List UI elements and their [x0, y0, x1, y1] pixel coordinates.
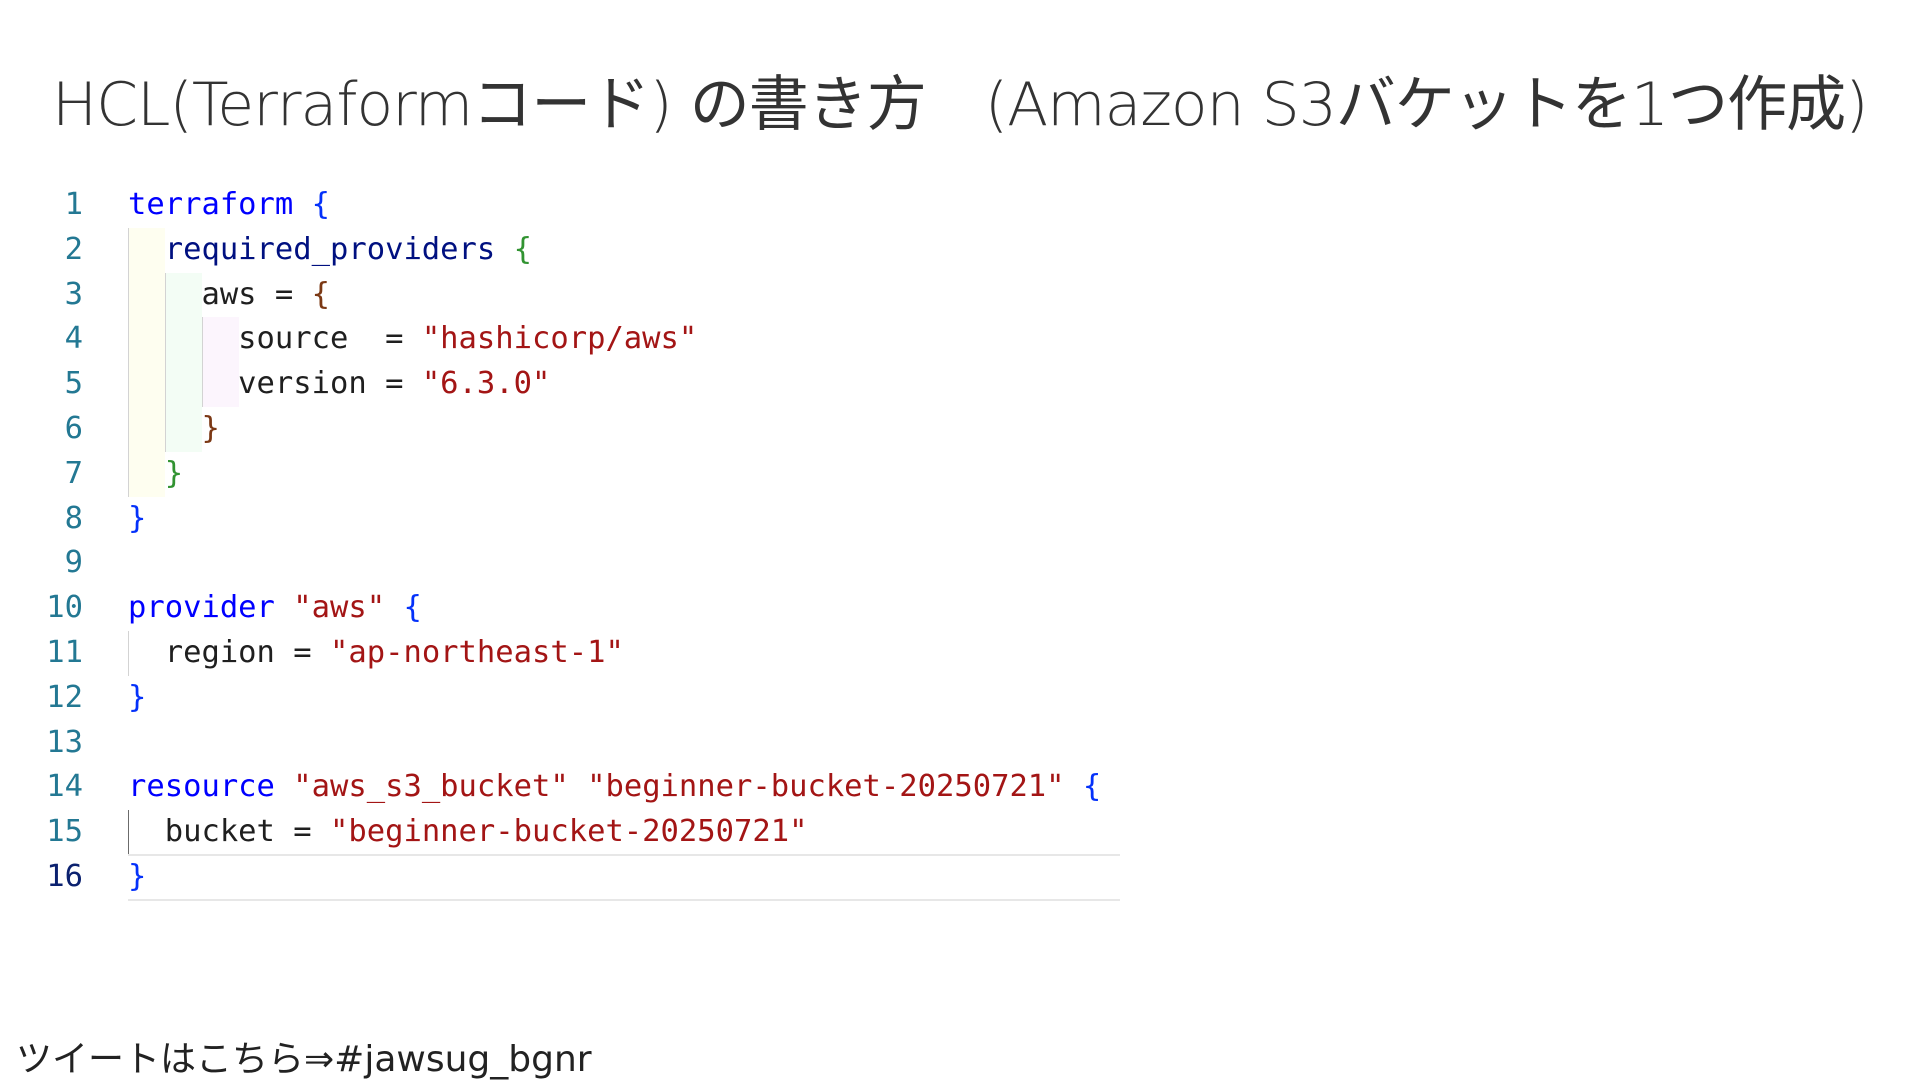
code-token: "beginner-bucket-20250721" — [330, 814, 808, 850]
code-line[interactable]: 7 } — [40, 451, 1120, 497]
code-line[interactable]: 3 aws = { — [40, 272, 1120, 318]
code-line[interactable]: 6 } — [40, 406, 1120, 452]
code-text: } — [128, 676, 146, 721]
indent-guide — [128, 362, 165, 407]
code-text: source = "hashicorp/aws" — [128, 317, 697, 362]
indent-guide — [128, 317, 165, 363]
line-number: 13 — [46, 724, 83, 760]
code-line[interactable]: 4 source = "hashicorp/aws" — [40, 317, 1120, 363]
code-token: } — [128, 679, 147, 715]
code-text: } — [128, 407, 220, 452]
line-number: 3 — [64, 276, 83, 312]
indent-guide — [165, 406, 202, 452]
line-number: 5 — [64, 366, 83, 402]
indent-guide — [128, 630, 129, 676]
code-token: version = — [128, 366, 422, 402]
line-number: 2 — [64, 231, 83, 267]
indent-guide — [165, 272, 202, 318]
code-line[interactable]: 13 — [40, 721, 1120, 766]
code-text: region = "ap-northeast-1" — [128, 631, 624, 676]
code-text: version = "6.3.0" — [128, 362, 550, 407]
code-token — [495, 232, 513, 267]
code-text: terraform { — [128, 183, 330, 228]
indent-guide — [128, 272, 165, 318]
code-line[interactable]: 2 required_providers { — [40, 227, 1120, 273]
code-line[interactable]: 11 region = "ap-northeast-1" — [40, 630, 1120, 676]
code-token: { — [311, 187, 331, 222]
code-token: "6.3.0" — [421, 366, 551, 402]
line-number: 8 — [64, 500, 83, 536]
code-line[interactable]: 12} — [40, 676, 1120, 721]
code-token: terraform — [128, 187, 294, 222]
code-line[interactable]: 9 — [40, 541, 1120, 586]
line-number: 15 — [46, 814, 83, 850]
code-text: provider "aws" { — [128, 586, 422, 631]
code-token: } — [201, 410, 220, 446]
slide-title: HCL(Terraformコード) の書き方 (Amazon S3バケットを1つ… — [52, 70, 1869, 140]
code-text: aws = { — [128, 273, 330, 318]
line-number: 6 — [64, 410, 83, 446]
code-token: "aws" — [293, 590, 386, 626]
code-line[interactable]: 8} — [40, 497, 1120, 542]
code-line[interactable]: 14 resource "aws_s3_bucket" "beginner-buc… — [40, 765, 1120, 810]
code-token — [1065, 769, 1083, 804]
line-number: 12 — [46, 679, 83, 715]
indent-guide — [128, 227, 165, 273]
code-token: aws = — [128, 276, 312, 312]
line-number: 16 — [46, 858, 83, 894]
line-number: 4 — [64, 321, 83, 357]
code-token: } — [128, 500, 147, 536]
code-text: resource "aws_s3_bucket" "beginner-bucke… — [128, 765, 1101, 810]
code-token: } — [164, 455, 184, 491]
code-token: bucket = — [128, 814, 330, 850]
code-token: "hashicorp/aws" — [421, 321, 698, 357]
code-token: "beginner-bucket-20250721" — [587, 769, 1065, 805]
code-token — [385, 590, 403, 625]
code-token: region = — [128, 634, 330, 670]
code-text: required_providers { — [128, 228, 532, 273]
code-token: { — [513, 231, 533, 267]
code-token: resource — [128, 769, 275, 805]
code-token — [293, 187, 311, 222]
code-token: { — [311, 276, 331, 312]
code-token: { — [403, 590, 422, 626]
indent-guide — [128, 810, 129, 855]
code-token: source = — [128, 321, 422, 357]
code-token — [275, 590, 293, 625]
line-number: 14 — [46, 769, 83, 805]
code-token: "aws_s3_bucket" — [293, 769, 569, 805]
code-token: "ap-northeast-1" — [330, 634, 624, 670]
code-token — [128, 411, 201, 446]
code-token: { — [1082, 769, 1102, 805]
line-number: 10 — [46, 590, 83, 626]
indent-guide — [165, 317, 202, 363]
code-line[interactable]: 1 terraform { — [40, 183, 1120, 228]
code-text: } — [128, 855, 146, 900]
code-token: } — [128, 858, 147, 894]
code-line[interactable]: 15 bucket = "beginner-bucket-20250721" — [40, 810, 1120, 855]
code-token: provider — [128, 590, 275, 626]
tweet-hashtag-note: ツイートはこちら⇒#jawsug_bgnr — [16, 1039, 592, 1080]
line-number: 9 — [64, 545, 83, 581]
code-text: } — [128, 497, 146, 542]
code-token — [275, 769, 293, 804]
code-token: required_providers — [164, 231, 496, 267]
code-line[interactable]: 5 version = "6.3.0" — [40, 362, 1120, 407]
code-text: } — [128, 452, 183, 497]
code-token — [128, 232, 165, 267]
indent-guide — [165, 362, 202, 407]
indent-guide — [128, 451, 165, 497]
indent-guide — [202, 362, 239, 407]
indent-guide — [202, 317, 239, 363]
indent-guide — [128, 406, 165, 452]
code-line[interactable]: 16} — [40, 853, 1120, 901]
line-number: 11 — [46, 634, 83, 670]
code-line[interactable]: 10 provider "aws" { — [40, 586, 1120, 631]
code-token — [128, 456, 165, 491]
code-text: bucket = "beginner-bucket-20250721" — [128, 810, 808, 855]
line-number: 7 — [64, 455, 83, 491]
code-token — [569, 769, 587, 804]
line-number: 1 — [64, 187, 83, 222]
